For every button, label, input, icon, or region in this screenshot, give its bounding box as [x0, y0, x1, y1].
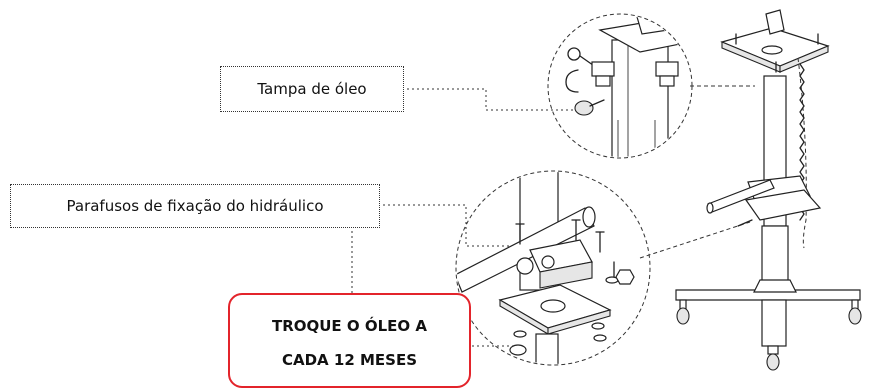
- bolts-leader-top: [378, 204, 518, 247]
- oil-change-warning: TROQUE O ÓLEO A CADA 12 MESES: [228, 293, 471, 388]
- warning-line-1: TROQUE O ÓLEO A: [271, 317, 428, 335]
- hydraulic-bolts-detail: [455, 170, 651, 366]
- oil-cap-label: Tampa de óleo: [220, 66, 404, 112]
- oil-cap-detail: [547, 13, 693, 159]
- bolt-detail-connector: [639, 221, 751, 259]
- transmission-jack-diagram: [351, 9, 862, 371]
- transmission-jack: [675, 9, 862, 371]
- hydraulic-bolts-label: Parafusos de fixação do hidráulico: [10, 184, 380, 228]
- warning-line-2: CADA 12 MESES: [281, 351, 418, 369]
- jack-wheels: [676, 299, 862, 371]
- oil-cap-label-text: Tampa de óleo: [257, 80, 367, 98]
- oil-cap-leader: [402, 88, 578, 111]
- hydraulic-bolts-label-text: Parafusos de fixação do hidráulico: [66, 197, 324, 215]
- jack-base: [675, 289, 861, 301]
